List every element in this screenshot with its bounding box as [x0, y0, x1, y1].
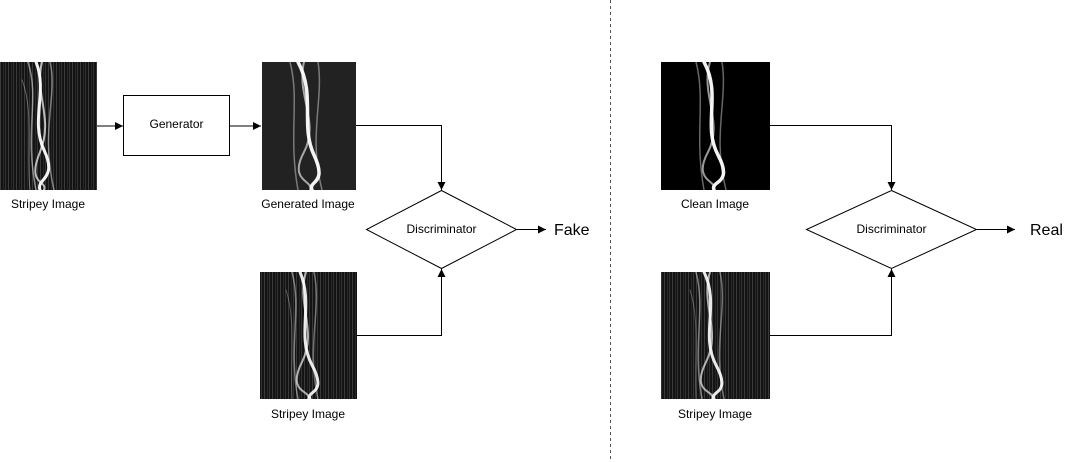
image-content [0, 62, 97, 190]
image-content [661, 272, 770, 399]
stripey-image-bottom-left-label: Stripey Image [271, 407, 345, 421]
edge-stripey-to-discriminator-right [770, 269, 896, 336]
discriminator-diamond-right [805, 189, 978, 270]
generator-box [123, 95, 230, 156]
generator-label: Generator [149, 117, 203, 131]
edge-generated-to-discriminator [356, 125, 446, 190]
stripey-image-input-label: Stripey Image [11, 197, 85, 211]
output-real-label: Real [1030, 222, 1063, 239]
edge-clean-to-discriminator [770, 125, 896, 190]
left-panel: Stripey Image Generator Generated Image [0, 62, 590, 421]
clean-image [661, 62, 770, 190]
right-panel: Clean Image Stripey Image Discriminator [661, 62, 1063, 421]
clean-image-label: Clean Image [681, 197, 749, 211]
discriminator-label-left: Discriminator [406, 222, 476, 236]
generated-image [262, 62, 356, 190]
stripey-image-bottom-right-label: Stripey Image [678, 407, 752, 421]
image-content [289, 62, 323, 190]
discriminator-label-right: Discriminator [856, 222, 926, 236]
image-content [260, 272, 357, 399]
image-content [695, 62, 727, 190]
generated-image-label: Generated Image [261, 197, 355, 211]
stripey-image-bottom-right [661, 272, 770, 399]
stripey-image-input [0, 62, 97, 190]
output-fake-label: Fake [554, 222, 590, 239]
image-background [661, 62, 770, 190]
discriminator-diamond-left [365, 189, 518, 270]
stripey-image-bottom-left [260, 272, 357, 399]
edge-stripey-to-discriminator-left [357, 269, 446, 336]
